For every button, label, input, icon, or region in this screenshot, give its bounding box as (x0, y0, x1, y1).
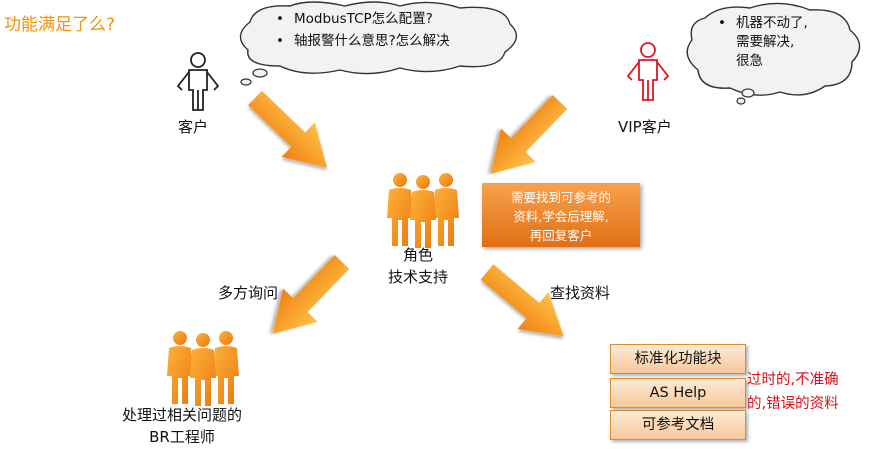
support-note-box: 需要找到可参考的 资料,学会后理解, 再回复客户 (482, 183, 640, 247)
support-label: 角色 技术支持 (388, 246, 449, 286)
customer-figure-icon (176, 52, 220, 111)
vip-figure-icon (626, 42, 670, 101)
edge-label-search: 查找资料 (550, 284, 611, 302)
customer-questions: •ModbusTCP怎么配置? •轴报警什么意思?怎么解决 (276, 8, 450, 52)
page-title: 功能满足了么? (4, 15, 116, 35)
tech-support-group-icon (387, 173, 459, 248)
vip-thought-cloud (686, 2, 861, 105)
arrow-support-to-resources (472, 254, 579, 355)
vip-request: •机器不动了, 需要解决, 很急 (718, 15, 808, 69)
resources-warning-note: 过时的,不准确 的,错误的资料 (747, 372, 839, 412)
customer-question-item: •轴报警什么意思?怎么解决 (276, 33, 450, 49)
customer-question-item: •ModbusTCP怎么配置? (276, 11, 433, 27)
arrow-customer-to-support (238, 81, 343, 185)
arrow-vip-to-support (473, 85, 577, 190)
customer-label: 客户 (178, 118, 209, 136)
engineers-label: 处理过相关问题的 BR工程师 (122, 406, 243, 446)
resource-box-reference-docs: 可参考文档 (610, 410, 746, 440)
edge-label-ask: 多方询问 (218, 284, 279, 302)
customer-thought-cloud (239, 1, 518, 86)
resource-box-as-help: AS Help (610, 378, 746, 408)
resource-box-function-blocks: 标准化功能块 (610, 344, 746, 374)
vip-label: VIP客户 (618, 118, 672, 136)
engineers-group-icon (167, 331, 239, 406)
